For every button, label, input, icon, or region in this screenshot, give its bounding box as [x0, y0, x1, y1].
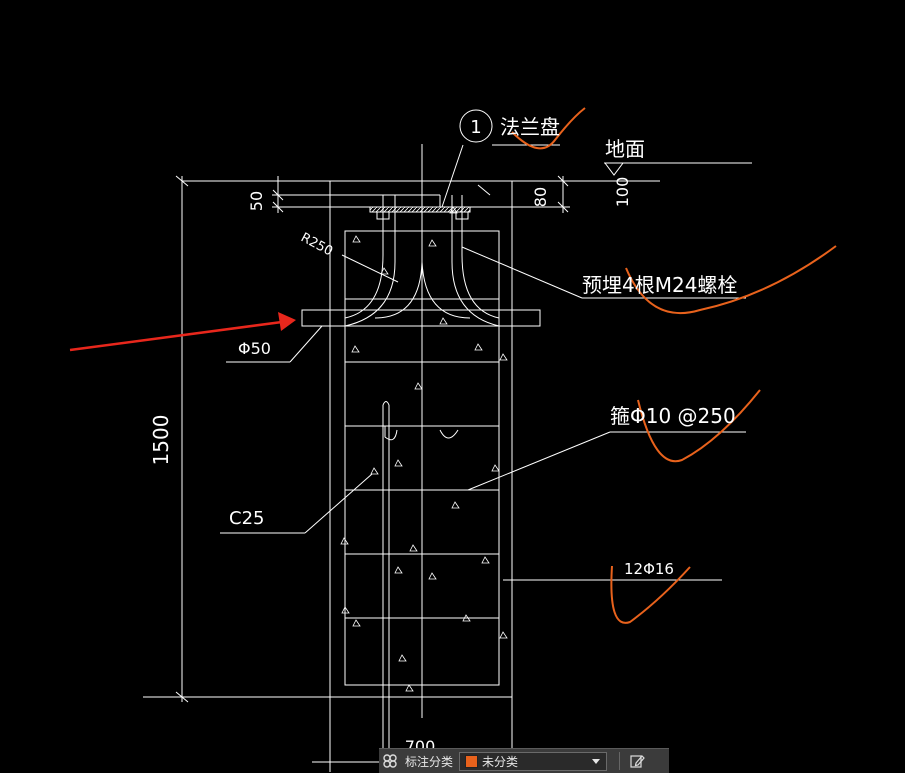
stirrup-label: 箍Φ10 @250 — [610, 404, 736, 428]
ground-label: 地面 — [605, 137, 645, 161]
category-color-swatch — [465, 754, 479, 768]
pipe-label: Φ50 — [238, 339, 271, 358]
dim-1500-label: 1500 — [149, 415, 173, 466]
drawing-text: 1 法兰盘 地面 预埋4根M24螺栓 R250 Φ50 箍Φ10 @250 C2… — [149, 115, 737, 756]
red-arrow — [69, 312, 296, 352]
bolt-label: 预埋4根M24螺栓 — [582, 273, 737, 297]
concrete-marks — [340, 206, 508, 692]
dim-80-label: 80 — [531, 187, 550, 207]
chevron-down-icon[interactable] — [592, 758, 601, 764]
annotation-category-toolbar: 标注分类 未分类 — [379, 748, 669, 773]
category-select[interactable]: 未分类 — [459, 751, 608, 771]
leader-lines — [220, 109, 746, 581]
dim-50-label: 50 — [247, 191, 266, 211]
category-value: 未分类 — [482, 754, 519, 769]
classify-label: 标注分类 — [405, 754, 454, 769]
markup-squiggles — [511, 107, 837, 624]
dim-100-label: 100 — [613, 177, 632, 208]
flange-label: 法兰盘 — [500, 115, 560, 139]
concrete-label: C25 — [229, 508, 264, 529]
structure-lines — [143, 144, 660, 772]
dimension-lines — [175, 162, 752, 763]
flange-callout-number: 1 — [470, 117, 481, 138]
annotation-group-icon[interactable] — [379, 750, 401, 772]
toolbar-divider — [619, 752, 621, 770]
edit-icon[interactable] — [626, 750, 648, 772]
rebar-label: 12Φ16 — [624, 560, 674, 578]
